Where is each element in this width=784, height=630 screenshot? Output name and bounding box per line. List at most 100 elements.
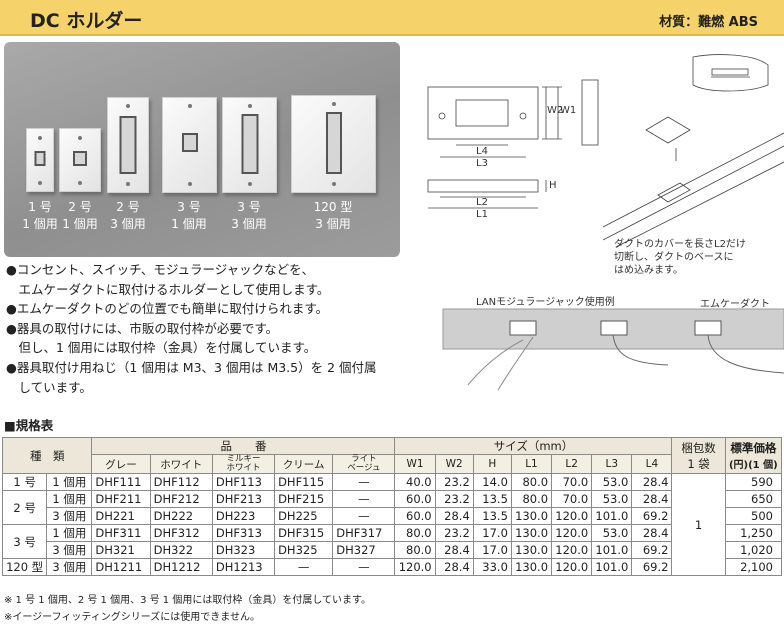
footnote: ※イージーフィッティングシリーズには使用できません。 [4, 612, 260, 623]
model-cell: DH327 [332, 541, 396, 559]
size-cell: 70.0 [551, 473, 593, 491]
size-cell: 17.0 [472, 524, 512, 542]
holder-part [645, 116, 691, 144]
size-cell: 80.0 [510, 473, 553, 491]
feature-item: エムケーダクトに取付けるホルダーとして使用します。 [6, 281, 330, 297]
size-cell: 28.4 [631, 490, 673, 508]
lan-caption: LANモジュラージャック使用例 [476, 297, 615, 308]
header-model: 品 番 [91, 437, 396, 455]
model-cell: — [332, 473, 396, 491]
size-cell: 69.2 [631, 541, 673, 559]
model-cell: DH1211 [91, 558, 151, 576]
duct-note: ダクトのカバーを長さL2だけ切断し、ダクトのベースにはめ込みます。 [614, 239, 746, 276]
size-cell: 13.5 [472, 507, 512, 525]
size-cell: 120.0 [551, 558, 593, 576]
price-cell: 650 [724, 490, 783, 508]
header-color-cream: クリーム [274, 454, 334, 474]
header-dim-l3: L3 [591, 454, 633, 474]
header-dim-w1: W1 [394, 454, 436, 474]
size-cell: 13.5 [472, 490, 512, 508]
use-cell: 1 個用 [46, 473, 93, 491]
header-dim-h: H [472, 454, 512, 474]
model-cell: DHF317 [332, 524, 396, 542]
header-size: サイズ（mm） [394, 437, 673, 455]
size-cell: 33.0 [472, 558, 512, 576]
model-cell: DHF113 [211, 473, 276, 491]
size-cell: 101.0 [591, 541, 633, 559]
use-cell: 3 個用 [46, 541, 93, 559]
size-cell: 28.4 [434, 507, 474, 525]
model-cell: — [274, 558, 334, 576]
dim-h: H [549, 180, 557, 191]
kind-cell: 2 号 [1, 490, 48, 525]
duct-drawing [602, 132, 784, 248]
price-cell: 590 [724, 473, 783, 491]
header-dim-l4: L4 [631, 454, 673, 474]
size-cell: 120.0 [551, 507, 593, 525]
size-cell: 130.0 [510, 507, 553, 525]
size-cell: 120.0 [551, 541, 593, 559]
footnotes: ※ 1 号 1 個用、2 号 1 個用、3 号 1 個用には取付枠（金具）を付属… [4, 592, 371, 626]
model-cell: DHF315 [274, 524, 334, 542]
feature-list: ●コンセント、スイッチ、モジュラージャックなどを、 エムケーダクトに取付けるホル… [6, 260, 406, 397]
model-cell: DHF115 [274, 473, 334, 491]
use-cell: 3 個用 [46, 507, 93, 525]
model-cell: DH221 [91, 507, 151, 525]
dim-l1: L1 [476, 209, 488, 220]
size-cell: 80.0 [394, 524, 436, 542]
size-cell: 28.4 [434, 558, 474, 576]
model-cell: DHF215 [274, 490, 334, 508]
size-cell: 14.0 [472, 473, 512, 491]
size-cell: 40.0 [394, 473, 436, 491]
plate-2go-1 [59, 128, 101, 192]
price-cell: 1,020 [724, 541, 783, 559]
size-cell: 130.0 [510, 541, 553, 559]
size-cell: 28.4 [434, 541, 474, 559]
model-cell: DH321 [91, 541, 151, 559]
feature-item: ●コンセント、スイッチ、モジュラージャックなどを、 [6, 262, 315, 277]
size-cell: 130.0 [510, 558, 553, 576]
header-color-light-beige: ライトベージュ [332, 454, 396, 474]
size-cell: 28.4 [631, 473, 673, 491]
plate-1go-1 [26, 128, 54, 192]
dim-l3: L3 [476, 158, 488, 169]
size-cell: 17.0 [472, 541, 512, 559]
model-cell: DHF212 [149, 490, 213, 508]
size-cell: 130.0 [510, 524, 553, 542]
model-cell: DHF111 [91, 473, 151, 491]
header-dim-l1: L1 [510, 454, 553, 474]
material-label: 材質：難燃 ABS [659, 15, 758, 30]
size-cell: 60.0 [394, 507, 436, 525]
header-kind: 種 類 [1, 437, 93, 474]
model-cell: DH1213 [211, 558, 276, 576]
plate-2go-3 [107, 97, 149, 193]
header-dim-l2: L2 [551, 454, 593, 474]
model-cell: DH322 [149, 541, 213, 559]
pack-cell: 1 [671, 473, 726, 576]
kind-cell: 1 号 [1, 473, 48, 491]
size-cell: 80.0 [510, 490, 553, 508]
size-cell: 101.0 [591, 558, 633, 576]
model-cell: — [332, 558, 396, 576]
feature-item: ●エムケーダクトのどの位置でも簡単に取付けられます。 [6, 301, 329, 317]
size-cell: 80.0 [394, 541, 436, 559]
model-cell: DH225 [274, 507, 334, 525]
size-cell: 60.0 [394, 490, 436, 508]
plate-front-view [427, 86, 539, 140]
model-cell: DHF312 [149, 524, 213, 542]
size-cell: 53.0 [591, 490, 633, 508]
plate-3go-1 [162, 97, 217, 193]
price-cell: 1,250 [724, 524, 783, 542]
